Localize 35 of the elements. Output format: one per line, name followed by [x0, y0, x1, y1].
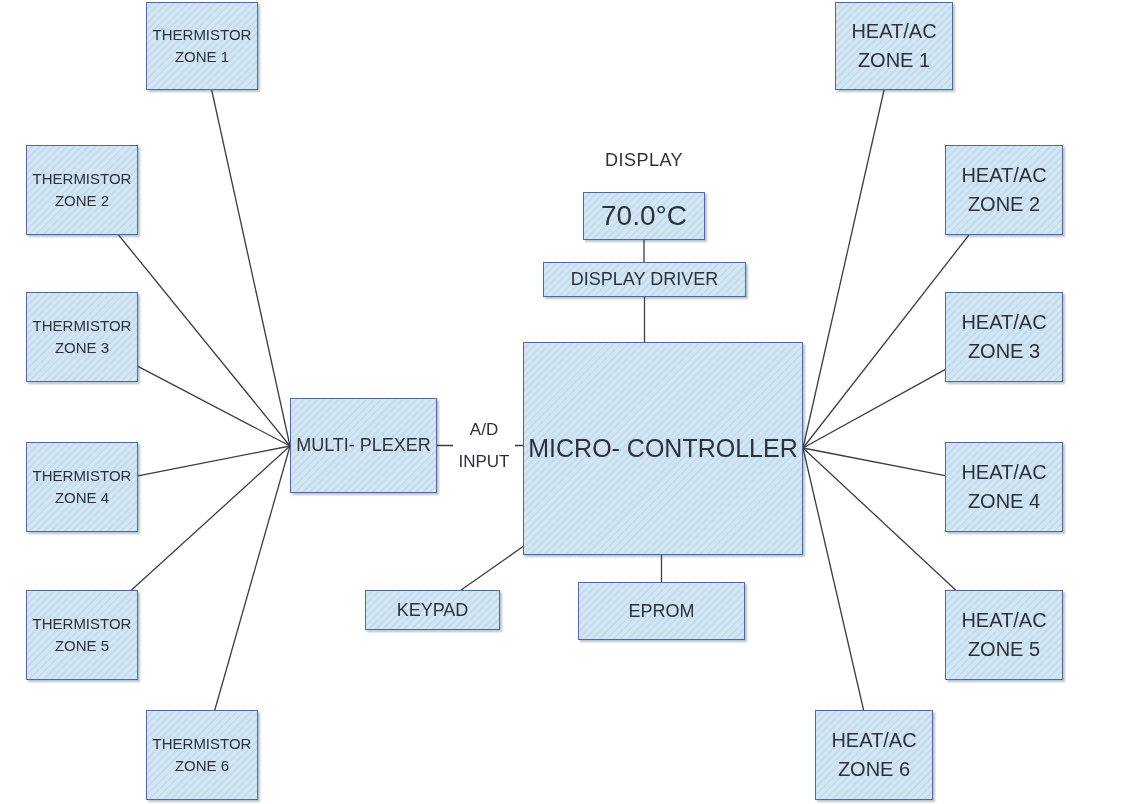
- sensor-box: THERMISTOR ZONE 2: [26, 145, 138, 235]
- connector-line: [660, 554, 663, 583]
- connector-line: [460, 545, 524, 591]
- connector-line: [802, 447, 946, 477]
- connector-line: [117, 234, 291, 447]
- keypad-box: KEYPAD: [365, 590, 500, 630]
- connector-line: [137, 365, 291, 447]
- hvac-box: HEAT/AC ZONE 3: [945, 292, 1063, 382]
- connector-line: [643, 296, 646, 343]
- connector-line: [802, 447, 957, 591]
- hvac-box: HEAT/AC ZONE 2: [945, 145, 1063, 235]
- hvac-box: HEAT/AC ZONE 5: [945, 590, 1063, 680]
- connector-line: [130, 445, 291, 591]
- connector-line: [211, 89, 291, 447]
- memory-box: EPROM: [578, 582, 745, 640]
- connector-line: [802, 89, 885, 449]
- microcontroller-box: MICRO- CONTROLLER: [523, 342, 803, 555]
- connector-line: [214, 445, 291, 711]
- display-label: DISPLAY: [604, 150, 684, 171]
- hvac-box: HEAT/AC ZONE 4: [945, 442, 1063, 532]
- sensor-box: THERMISTOR ZONE 5: [26, 590, 138, 680]
- connector-line: [643, 239, 645, 263]
- sensor-box: THERMISTOR ZONE 6: [146, 710, 258, 800]
- connector-line: [802, 234, 970, 449]
- sensor-box: THERMISTOR ZONE 1: [146, 2, 258, 90]
- connector-line: [802, 447, 865, 711]
- driver-box: DISPLAY DRIVER: [543, 262, 746, 297]
- hvac-box: HEAT/AC ZONE 1: [835, 2, 953, 90]
- connector-line: [137, 445, 291, 477]
- sensor-box: THERMISTOR ZONE 3: [26, 292, 138, 382]
- hvac-box: HEAT/AC ZONE 6: [815, 710, 933, 800]
- sensor-box: THERMISTOR ZONE 4: [26, 442, 138, 532]
- connector-line: [802, 368, 946, 449]
- display-screen: 70.0°C: [583, 192, 705, 240]
- multiplexer-box: MULTI- PLEXER: [290, 398, 437, 493]
